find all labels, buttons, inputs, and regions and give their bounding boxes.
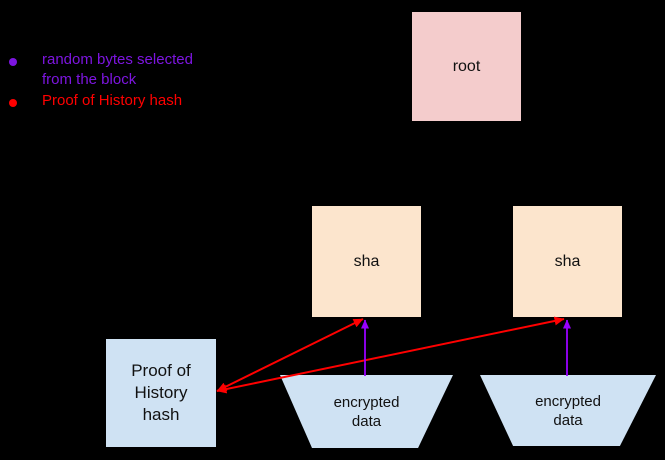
- node-sha-right: sha: [513, 206, 622, 317]
- legend-item-random-bytes: random bytes selected from the block: [42, 50, 193, 90]
- legend-bullet-poh-hash: [9, 99, 17, 107]
- node-encrypted-data-label-line: data: [553, 411, 583, 429]
- node-root-label: root: [452, 57, 481, 75]
- node-encrypted-data-left: encrypted data: [280, 375, 453, 448]
- legend-label-line: random bytes selected: [42, 51, 193, 68]
- node-sha-right-label: sha: [554, 252, 581, 270]
- node-poh-label-line: History: [134, 383, 188, 402]
- node-poh-label-line: hash: [142, 405, 180, 424]
- node-sha-left-label: sha: [353, 252, 380, 270]
- node-encrypted-data-label-line: data: [351, 412, 382, 430]
- legend-label-line: from the block: [42, 71, 137, 88]
- legend-bullet-random-bytes: [9, 58, 17, 66]
- node-poh-label-line: Proof of: [131, 361, 191, 380]
- legend-label-line: Proof of History hash: [42, 92, 183, 109]
- node-proof-of-history-hash: Proof of History hash: [106, 339, 216, 447]
- node-root: root: [412, 12, 521, 121]
- node-encrypted-data-label-line: encrypted: [535, 392, 601, 410]
- node-sha-left: sha: [312, 206, 421, 317]
- legend-item-poh-hash: Proof of History hash: [42, 91, 182, 111]
- node-encrypted-data-right: encrypted data: [480, 375, 656, 446]
- node-encrypted-data-label-line: encrypted: [333, 393, 400, 411]
